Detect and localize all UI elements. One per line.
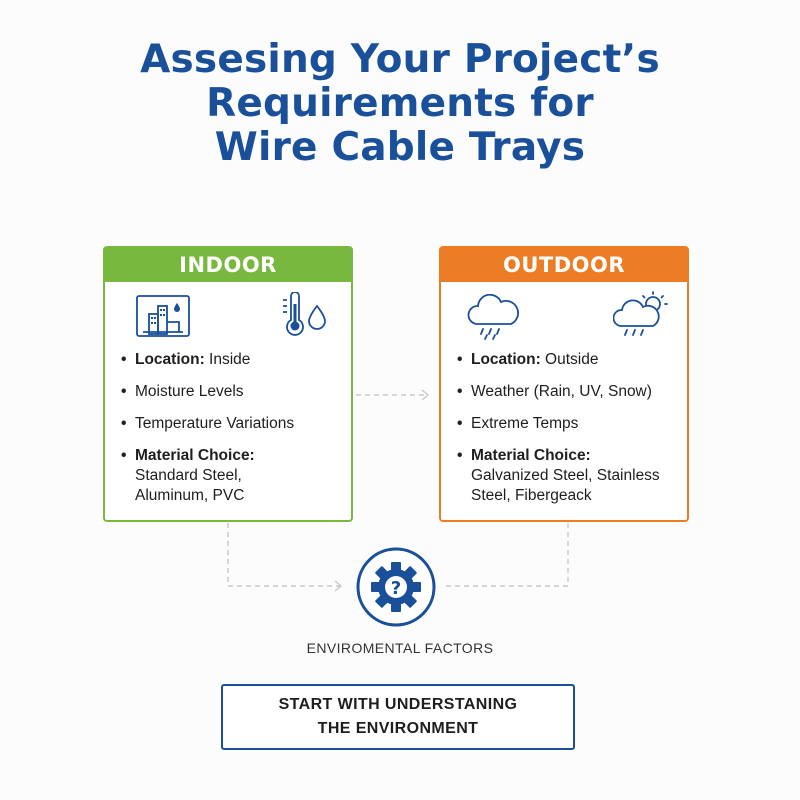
- indoor-header: INDOOR: [105, 248, 351, 282]
- title-line-1: Assesing Your Project’s: [140, 37, 660, 82]
- arrowhead-indoor-outdoor: [421, 389, 430, 401]
- item-text: Galvanized Steel, Stainless Steel, Fiber…: [471, 467, 660, 504]
- title-line-3: Wire Cable Trays: [214, 125, 586, 170]
- list-item: •Location: Inside: [121, 351, 251, 368]
- cta-line-1: START WITH UNDERSTANING: [278, 696, 518, 713]
- title-line-2: Requirements for: [206, 81, 594, 126]
- item-text: Weather (Rain, UV, Snow): [471, 383, 652, 400]
- list-item: •Extreme Temps: [457, 415, 579, 432]
- list-item: •Moisture Levels: [121, 383, 244, 400]
- list-item: •Location: Outside: [457, 351, 599, 368]
- sun-rain-cloud-icon: [612, 290, 673, 345]
- start-environment-box: START WITH UNDERSTANING THE ENVIRONMENT: [221, 684, 575, 750]
- indoor-card: INDOOR: [103, 246, 353, 522]
- item-text: Inside: [204, 351, 251, 368]
- item-text: Moisture Levels: [135, 383, 244, 400]
- svg-text:?: ?: [391, 578, 401, 599]
- item-label: Location:: [471, 351, 541, 368]
- arrowhead-indoor-gear: [334, 580, 343, 592]
- page-title: Assesing Your Project’s Requirements for…: [0, 38, 800, 170]
- thermometer-droplet-icon: [277, 291, 331, 343]
- outdoor-header: OUTDOOR: [441, 248, 687, 282]
- gear-question-icon: ?: [355, 546, 437, 628]
- list-item: •Material Choice:Standard Steel, Aluminu…: [121, 447, 255, 504]
- rain-cloud-icon: [465, 293, 523, 345]
- building-icon: [135, 294, 191, 343]
- list-item: •Material Choice:Galvanized Steel, Stain…: [457, 447, 660, 504]
- connector-outdoor-gear: [442, 523, 569, 587]
- connector-indoor-gear: [227, 523, 340, 587]
- list-item: •Temperature Variations: [121, 415, 295, 432]
- indoor-list: •Location: Inside •Moisture Levels •Temp…: [121, 350, 353, 518]
- list-item: •Weather (Rain, UV, Snow): [457, 383, 652, 400]
- item-text: Extreme Temps: [471, 415, 579, 432]
- item-label: Location:: [135, 351, 205, 368]
- item-label: Material Choice:: [471, 447, 591, 464]
- cta-line-2: THE ENVIRONMENT: [317, 720, 479, 737]
- item-text: Temperature Variations: [135, 415, 295, 432]
- outdoor-list: •Location: Outside •Weather (Rain, UV, S…: [457, 350, 689, 518]
- outdoor-card: OUTDOOR •Location: Outside •Weather (Rai…: [439, 246, 689, 522]
- environmental-factors-label: ENVIROMENTAL FACTORS: [306, 640, 494, 656]
- item-label: Material Choice:: [135, 447, 255, 464]
- item-text: Outside: [540, 351, 599, 368]
- item-text: Standard Steel, Aluminum, PVC: [135, 467, 245, 504]
